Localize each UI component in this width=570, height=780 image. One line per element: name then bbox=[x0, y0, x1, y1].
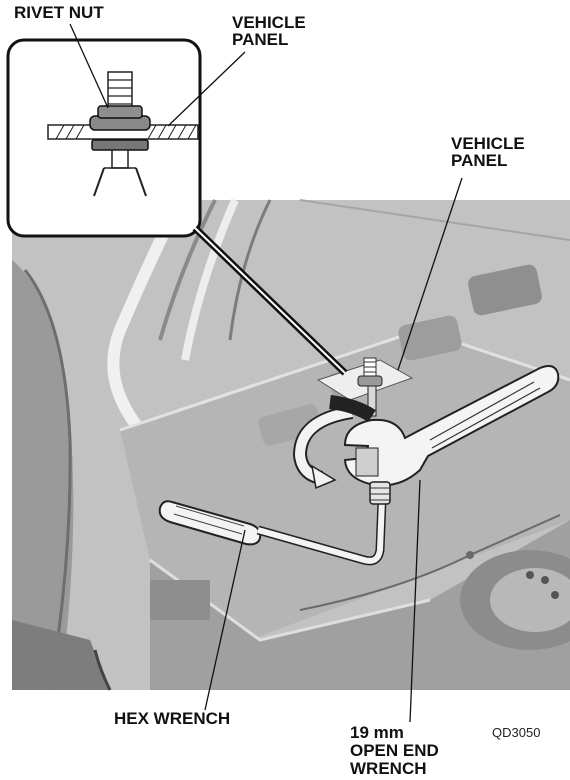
vehicle-panel-label-right: VEHICLE PANEL bbox=[451, 134, 525, 170]
hex-wrench bbox=[158, 481, 391, 566]
rivet-nut bbox=[357, 357, 383, 417]
figure-code: QD3050 bbox=[492, 725, 541, 740]
trunk-interior-photo bbox=[12, 197, 570, 691]
leader-lines bbox=[69, 23, 463, 723]
hex-wrench-label: HEX WRENCH bbox=[114, 709, 231, 728]
rotation-arrow bbox=[292, 395, 376, 490]
open-end-wrench-label: 19 mm OPEN END WRENCH bbox=[350, 723, 439, 778]
open-end-wrench bbox=[343, 365, 560, 487]
vehicle-panel-label-top: VEHICLE PANEL bbox=[232, 13, 306, 49]
rivet-nut-label: RIVET NUT bbox=[14, 3, 104, 22]
inset-detail-box bbox=[6, 38, 348, 376]
